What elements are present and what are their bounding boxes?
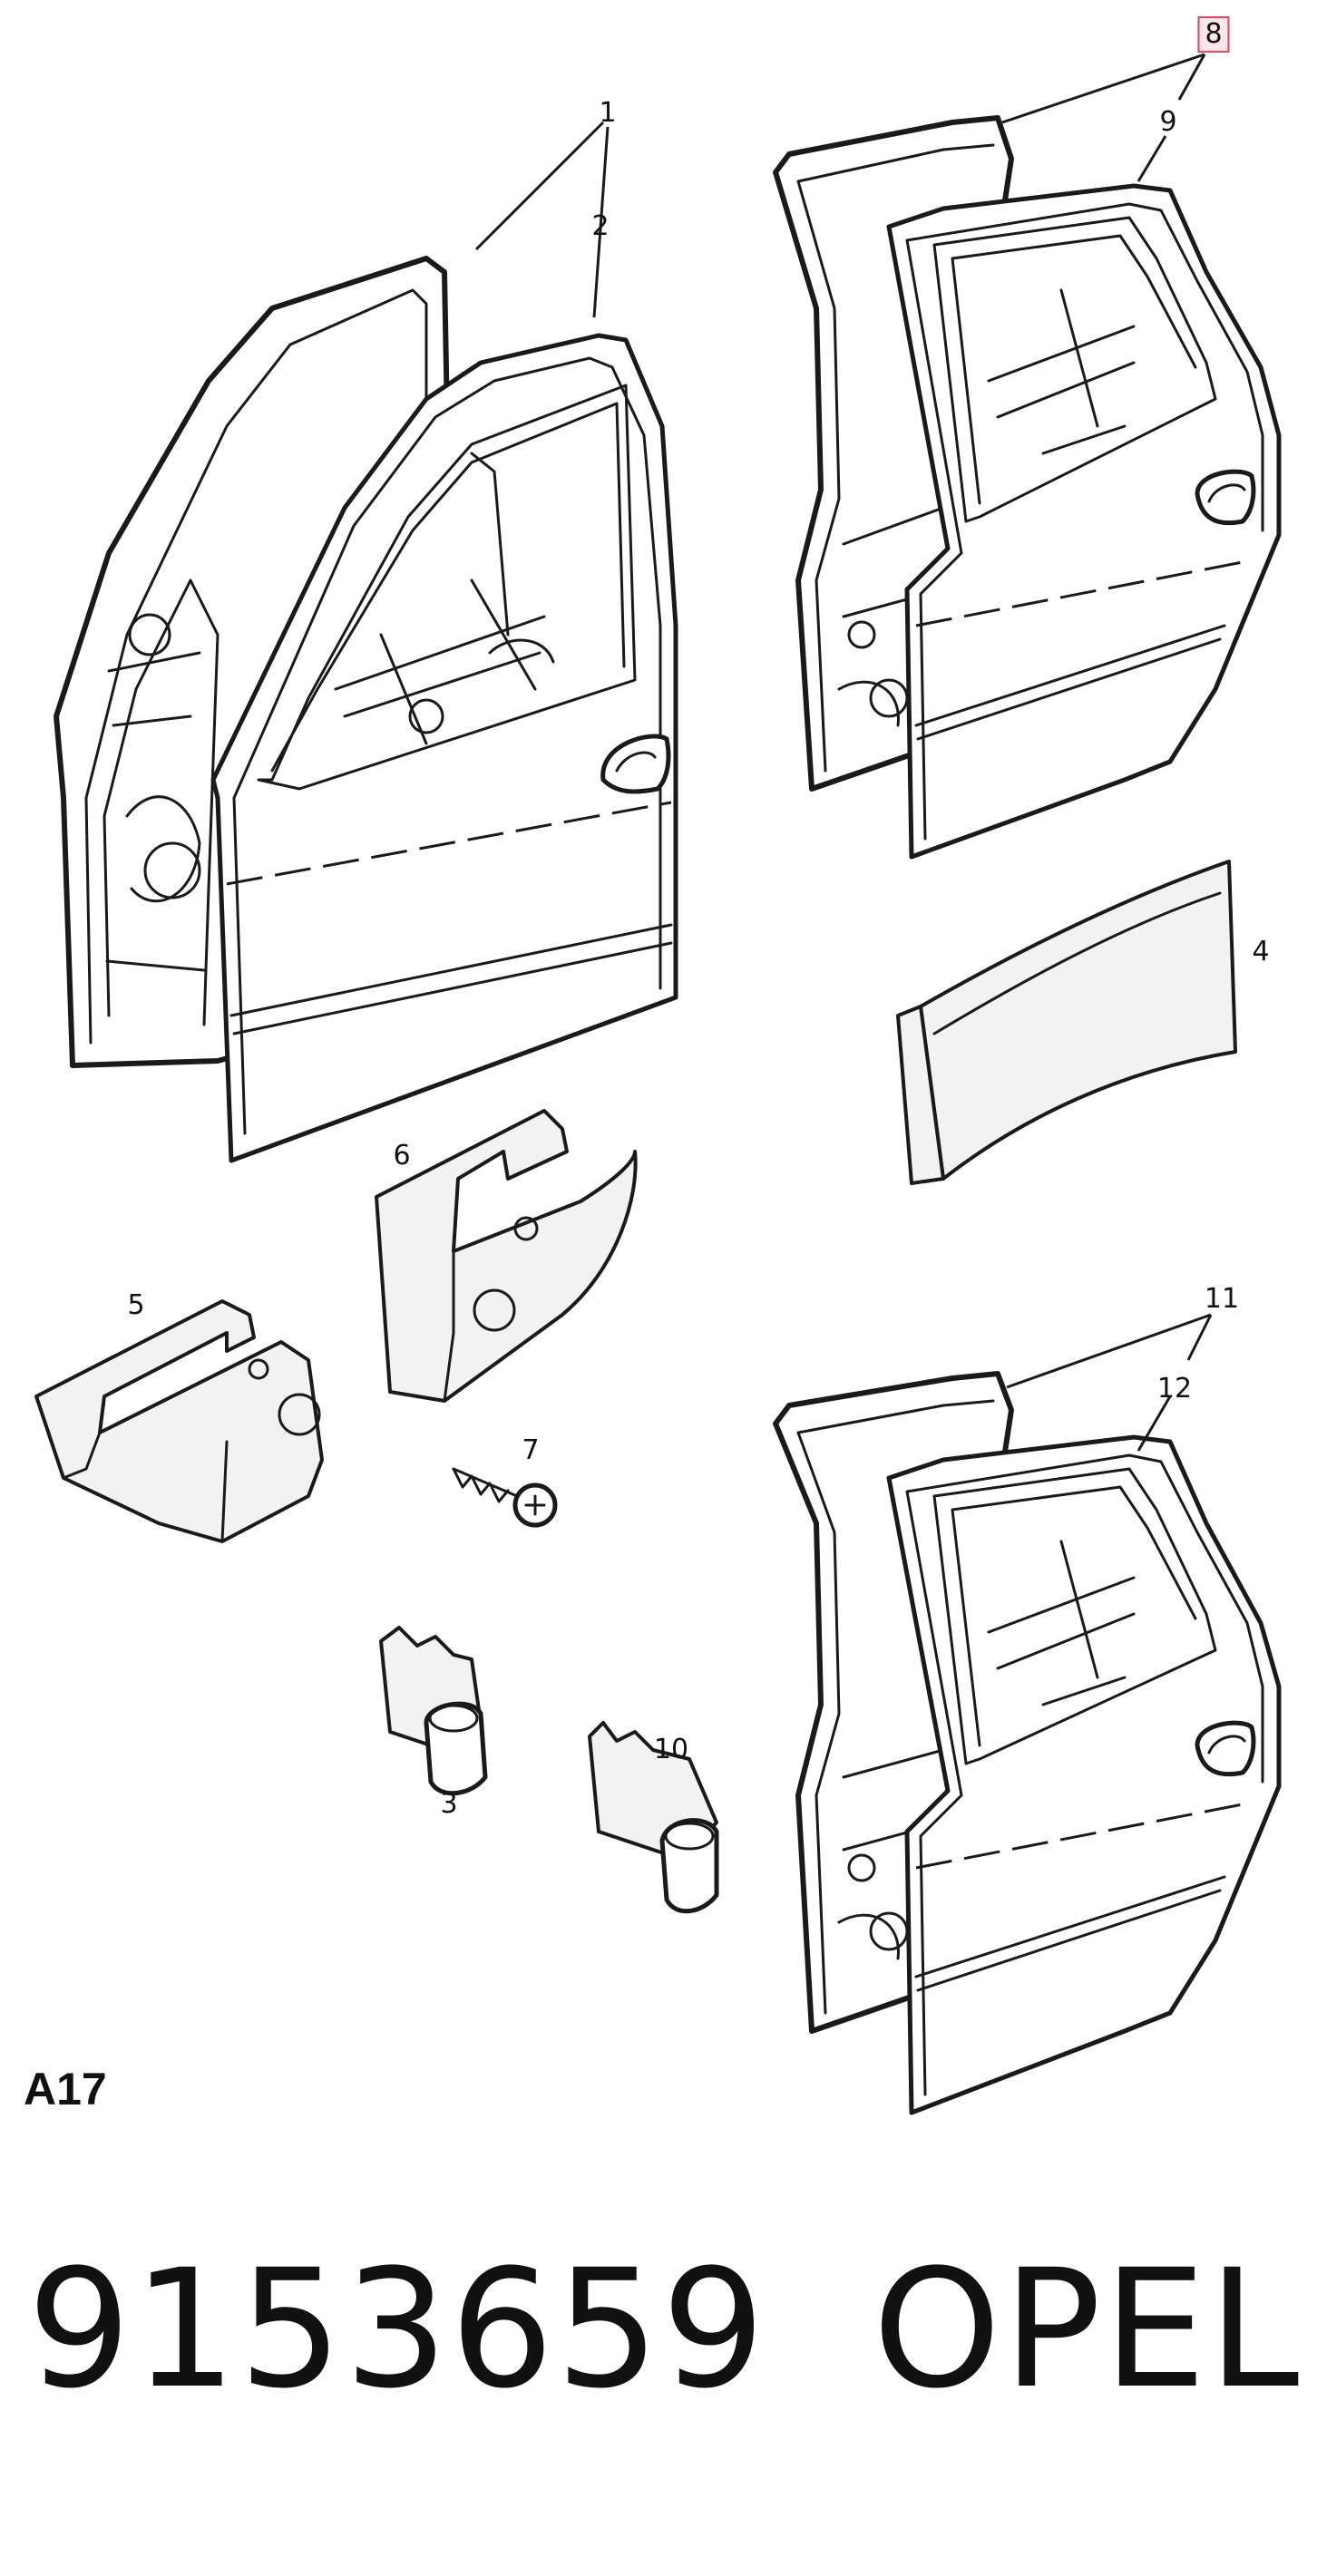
door-panel-part-4: [896, 860, 1237, 1185]
callout-7: 7: [522, 1434, 540, 1466]
rear-door-assembly-lower: [773, 1371, 1282, 2115]
callout-8-highlighted[interactable]: 8: [1197, 16, 1230, 53]
bracket-part-6: [375, 1109, 638, 1403]
callout-4: 4: [1252, 936, 1270, 967]
callout-10: 10: [653, 1734, 689, 1765]
callout-1: 1: [599, 97, 617, 129]
brand-name: OPEL: [873, 2235, 1302, 2425]
callout-12: 12: [1156, 1373, 1193, 1405]
leader-lines: [474, 53, 1213, 1452]
callout-2: 2: [591, 210, 610, 242]
bracket-part-5: [34, 1299, 324, 1543]
screw-part-7: [452, 1467, 558, 1528]
hinge-part-10: [588, 1721, 719, 1914]
hinge-part-3: [379, 1626, 488, 1796]
part-number: 9153659: [27, 2235, 767, 2425]
front-door-assembly: [54, 256, 678, 1163]
figure-code: A17: [24, 2064, 107, 2114]
callout-6: 6: [393, 1140, 411, 1171]
callout-3: 3: [440, 1788, 458, 1820]
callout-5: 5: [127, 1289, 145, 1321]
callout-11: 11: [1204, 1283, 1240, 1315]
rear-door-assembly-upper: [773, 115, 1282, 860]
callout-9: 9: [1159, 106, 1177, 138]
